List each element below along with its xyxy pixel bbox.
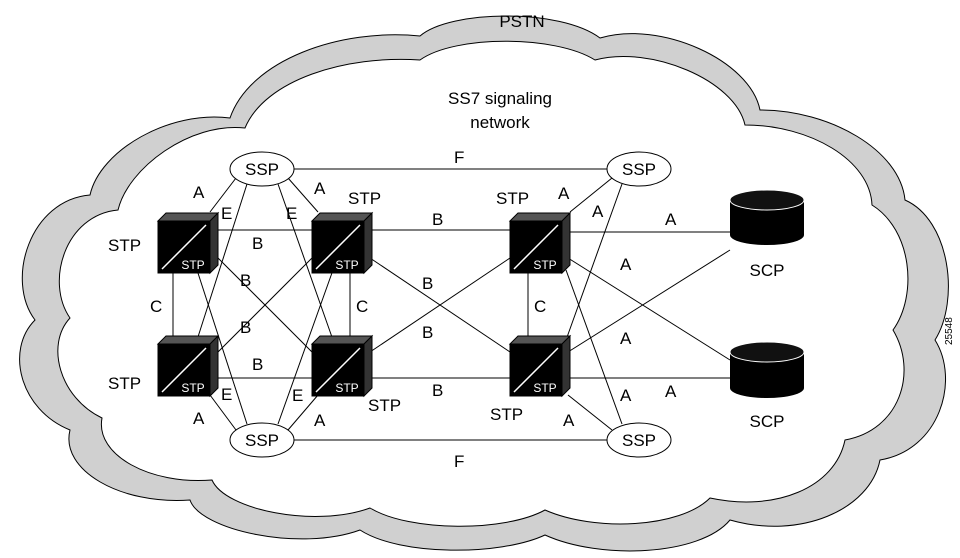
link-label-b: B [240,318,251,337]
link-label-a: A [665,382,677,401]
link-label-a: A [314,179,326,198]
a-link [567,394,613,431]
link-label-b: B [422,323,433,342]
stp-box-label: STP [533,381,556,395]
stp-label: STP [490,405,523,424]
b-link [217,257,313,353]
a-link [565,183,623,341]
link-label-f: F [454,148,464,167]
link-label-a: A [193,409,205,428]
e-link [196,269,248,425]
stp-label: STP [496,189,529,208]
scp-label: SCP [750,412,785,431]
stp-node-top-middle: STP [310,211,374,275]
stp-label: STP [368,396,401,415]
link-label-a: A [563,411,575,430]
stp-node-top-left: STP [156,211,220,275]
ssp-node-top-right: SSP [606,151,672,187]
link-label-b: B [432,210,443,229]
scp-node-top: SCP [729,189,805,280]
link-label-b: B [432,381,443,400]
link-label-a: A [314,411,326,430]
network-label-line1: SS7 signaling [448,89,552,108]
figure-id: 25548 [944,317,955,345]
link-label-e: E [292,386,303,405]
ssp-label: SSP [622,160,656,179]
link-label-a: A [620,329,632,348]
ssp-label: SSP [245,160,279,179]
stp-label: STP [108,374,141,393]
stp-label: STP [108,236,141,255]
link-label-a: A [558,184,570,203]
link-label-b: B [252,234,263,253]
b-link [369,257,511,353]
link-label-a: A [665,210,677,229]
stp-node-bottom-right: STP [508,334,572,398]
stp-node-top-right: STP [508,211,572,275]
a-link [565,269,623,425]
scp-node-bottom: SCP [729,341,805,431]
link-label-a: A [193,183,205,202]
ssp-label: SSP [245,431,279,450]
link-label-a: A [620,255,632,274]
e-link [277,183,334,341]
ssp-label: SSP [622,431,656,450]
stp-box-label: STP [335,381,358,395]
a-link [209,394,237,431]
a-link [287,394,319,431]
link-label-b: B [422,274,433,293]
link-label-e: E [221,204,232,223]
link-label-e: E [286,204,297,223]
link-label-b: B [240,271,251,290]
link-label-b: B [252,355,263,374]
scp-label: SCP [750,261,785,280]
stp-label: STP [348,189,381,208]
e-link [277,269,334,425]
pstn-label: PSTN [499,12,544,31]
a-link [209,177,237,213]
stp-node-bottom-middle: STP [310,334,374,398]
link-labels: F F A A A A A A A A A A A A E E E E B B … [150,148,677,471]
signaling-links [172,168,731,441]
stp-node-bottom-left: STP [156,334,220,398]
stp-box-label: STP [181,381,204,395]
link-label-f: F [454,452,464,471]
ssp-node-bottom-left: SSP [229,422,295,458]
link-label-a: A [592,202,604,221]
a-link [567,257,731,361]
a-link [287,177,319,213]
link-label-c: C [150,297,162,316]
link-label-e: E [221,385,232,404]
ssp-node-bottom-right: SSP [606,422,672,458]
link-label-c: C [534,297,546,316]
link-label-a: A [620,386,632,405]
ssp-node-top-left: SSP [229,151,295,187]
a-link [569,177,613,213]
link-label-c: C [356,297,368,316]
stp-box-label: STP [181,258,204,272]
stp-box-label: STP [335,258,358,272]
a-link [567,249,731,353]
stp-box-label: STP [533,258,556,272]
network-label-line2: network [470,113,530,132]
